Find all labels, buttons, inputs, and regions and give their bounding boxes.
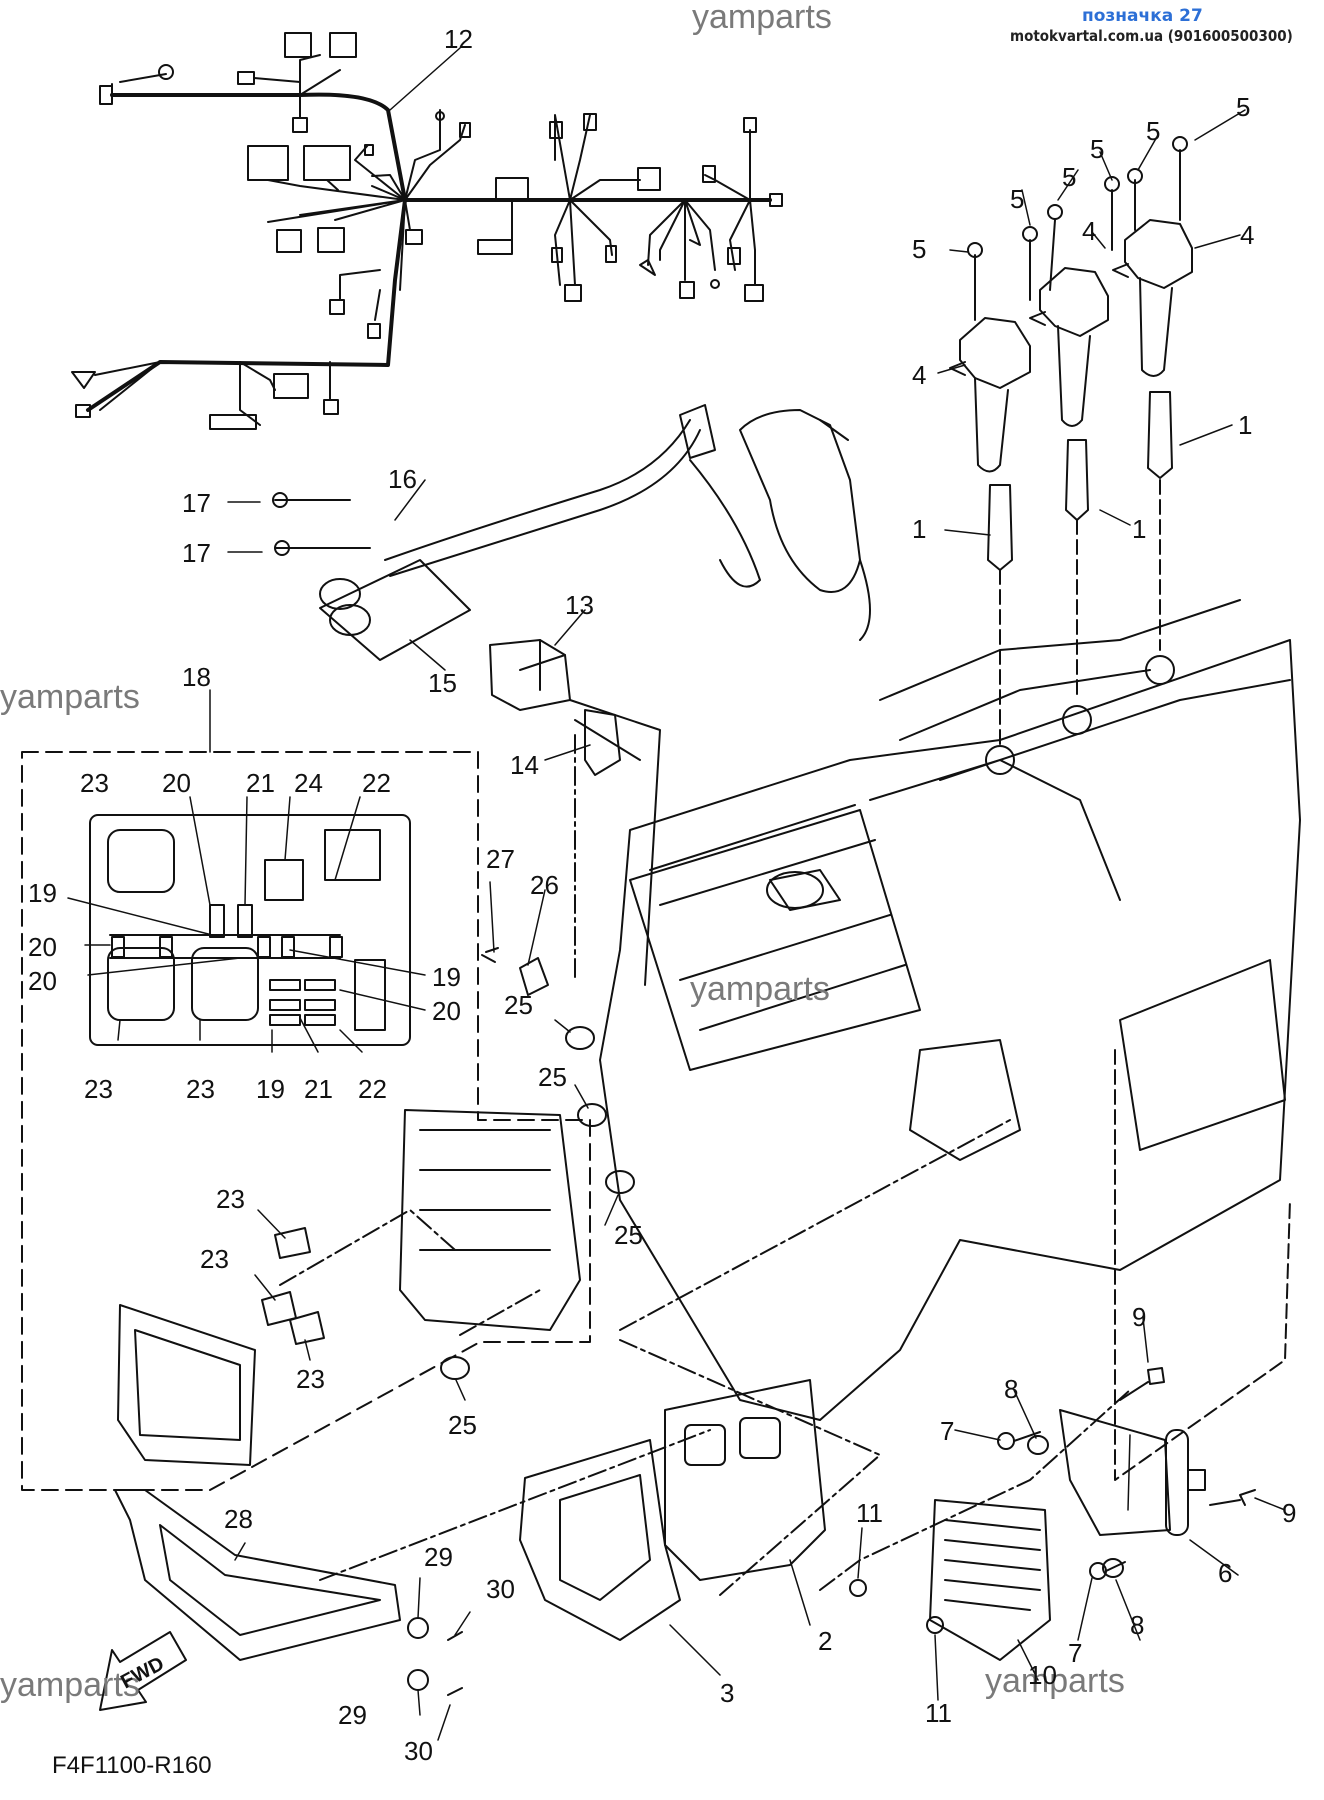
callout-19: 19 [28,878,57,908]
spark-plugs [987,391,1173,751]
callout-25: 25 [448,1410,477,1440]
ignition-coils [949,136,1193,473]
callout-17: 17 [182,488,211,518]
callout-19: 19 [432,962,461,992]
callout-10: 10 [1028,1660,1057,1690]
callout-9: 9 [1132,1302,1147,1332]
callout-24: 24 [294,768,323,798]
callout-25: 25 [504,990,533,1020]
callout-28: 28 [224,1504,253,1534]
callout-2: 2 [818,1626,833,1656]
callout-12: 12 [444,24,473,54]
callout-30: 30 [486,1574,515,1604]
callout-3: 3 [720,1678,735,1708]
watermark: yamparts [690,970,830,1008]
callout-21: 21 [304,1074,333,1104]
callout-4: 4 [1082,216,1097,246]
callout-23: 23 [80,768,109,798]
callout-22: 22 [362,768,391,798]
battery-cables [272,404,871,661]
callout-4: 4 [912,360,927,390]
fuse-box-assembly [21,751,591,1491]
callout-26: 26 [530,870,559,900]
callout-5: 5 [912,234,927,264]
grommets-and-clips [440,947,635,1380]
callout-20: 20 [28,932,57,962]
callout-11: 11 [925,1698,952,1728]
callout-27: 27 [486,844,515,874]
callout-20: 20 [162,768,191,798]
header-source: motokvartal.com.ua (901600500300) [1010,27,1293,45]
callout-5: 5 [1090,134,1105,164]
diagram-code: F4F1100-R160 [52,1752,212,1779]
callout-23: 23 [200,1244,229,1274]
callout-4: 4 [1240,220,1255,250]
callout-5: 5 [1236,92,1251,122]
callout-14: 14 [510,750,539,780]
callout-19: 19 [256,1074,285,1104]
leader-lines [279,734,1131,1596]
callout-16: 16 [388,464,417,494]
callout-18: 18 [182,662,211,692]
relay-and-cover [489,639,661,986]
callout-6: 6 [1218,1558,1233,1588]
rectifier-regulator [849,1367,1256,1661]
wire-harness [71,32,783,430]
callout-8: 8 [1130,1610,1145,1640]
callout-7: 7 [1068,1638,1083,1668]
callout-30: 30 [404,1736,433,1766]
callout-1: 1 [1132,514,1147,544]
callout-23: 23 [216,1184,245,1214]
callout-5: 5 [1062,162,1077,192]
callout-20: 20 [28,966,57,996]
callout-5: 5 [1146,116,1161,146]
callout-25: 25 [614,1220,643,1250]
callout-20: 20 [432,996,461,1026]
ecu-bracket-parts [114,1379,826,1696]
header-badge: позначка 27 [1082,6,1203,26]
callout-13: 13 [565,590,594,620]
callout-29: 29 [338,1700,367,1730]
callout-23: 23 [84,1074,113,1104]
callout-21: 21 [246,768,275,798]
callout-23: 23 [186,1074,215,1104]
callout-15: 15 [428,668,457,698]
engine-block [599,599,1301,1481]
callout-11: 11 [856,1498,883,1528]
callout-1: 1 [1238,410,1253,440]
watermark: yamparts [0,678,140,716]
callout-leaders [67,47,1286,1741]
callout-1: 1 [912,514,927,544]
watermark: yamparts [692,0,832,36]
callout-5: 5 [1010,184,1025,214]
fwd-arrow [99,1631,187,1711]
callout-9: 9 [1282,1498,1297,1528]
callout-7: 7 [940,1416,955,1446]
callout-23: 23 [296,1364,325,1394]
watermark: yamparts [985,1662,1125,1700]
callout-29: 29 [424,1542,453,1572]
callout-17: 17 [182,538,211,568]
callout-25: 25 [538,1062,567,1092]
callout-22: 22 [358,1074,387,1104]
callout-8: 8 [1004,1374,1019,1404]
watermark: yamparts [0,1666,140,1704]
